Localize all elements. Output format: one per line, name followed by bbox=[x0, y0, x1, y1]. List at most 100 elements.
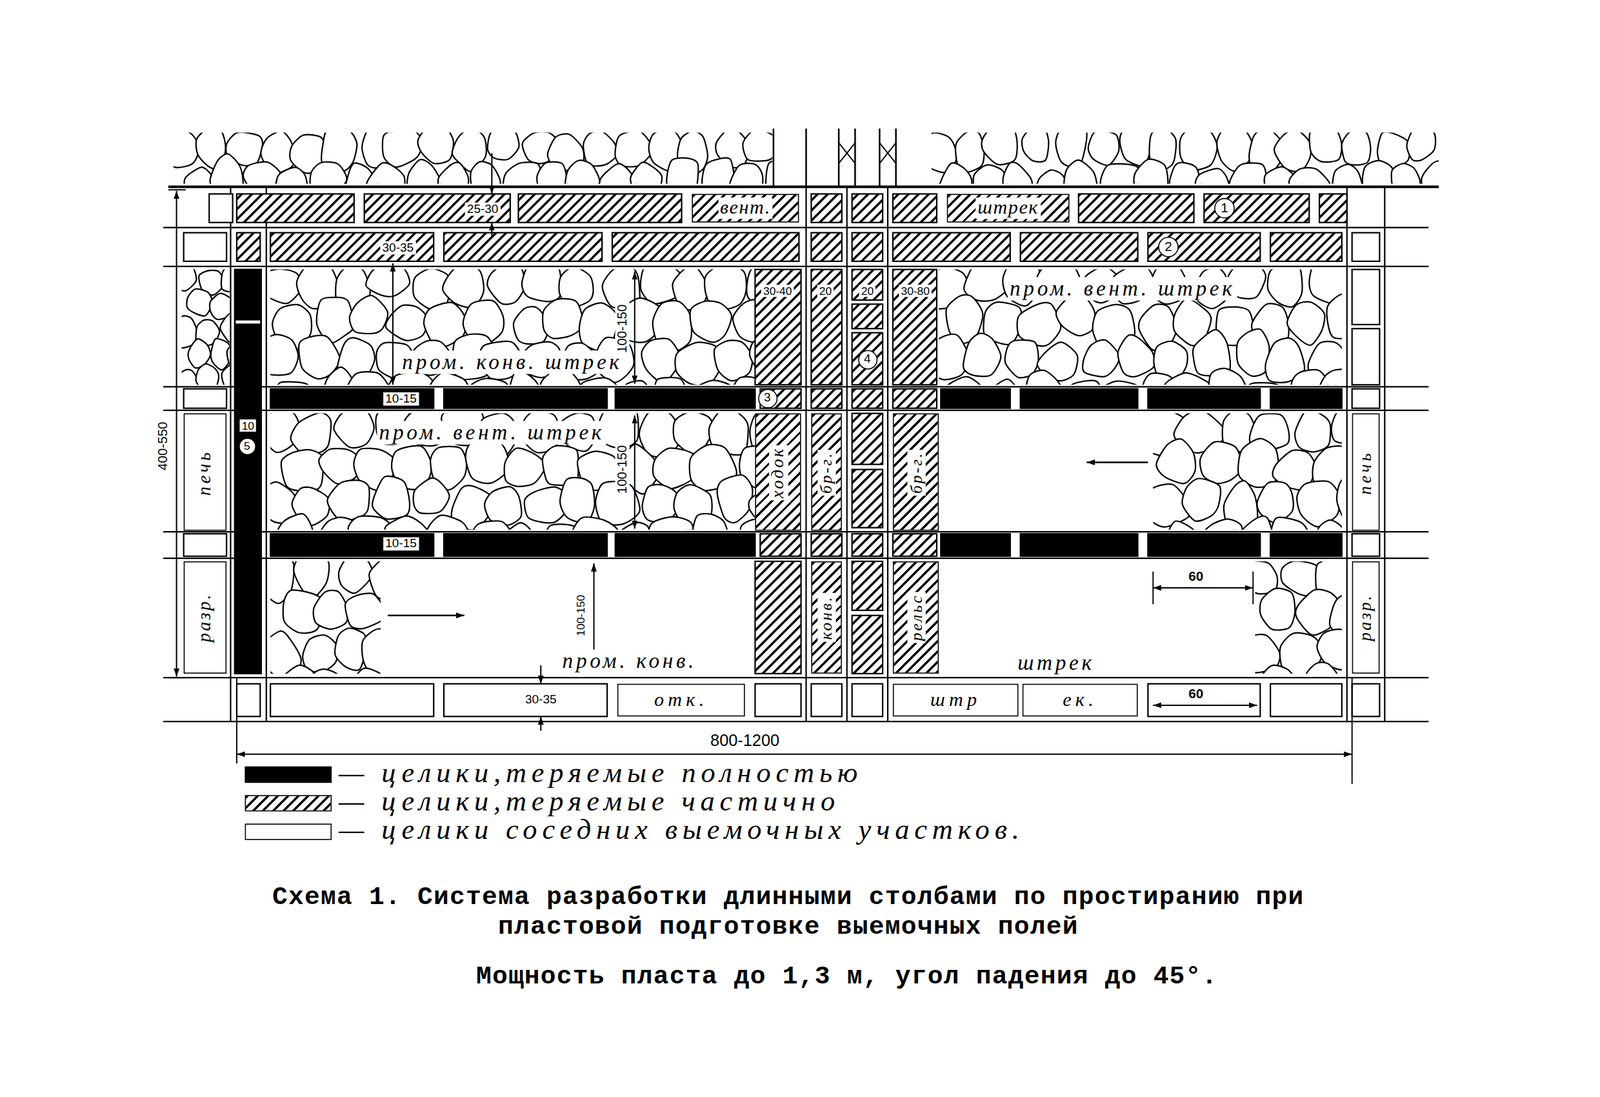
pillar bbox=[940, 389, 1011, 409]
pillar-box: бр-г. bbox=[810, 413, 842, 531]
pillar bbox=[1352, 269, 1380, 325]
dimension-tick bbox=[1152, 571, 1154, 605]
rock-piece bbox=[565, 160, 600, 184]
dimension-line bbox=[490, 152, 493, 194]
rock-piece bbox=[1134, 159, 1169, 184]
dimension-line bbox=[634, 415, 636, 530]
pillar bbox=[1078, 194, 1195, 223]
legend-text: — целики,теряемые полностью bbox=[338, 757, 863, 790]
rock-piece bbox=[1238, 438, 1279, 488]
rock-piece bbox=[1200, 441, 1242, 484]
pillar bbox=[1147, 232, 1260, 262]
rock-piece bbox=[765, 160, 773, 184]
dimension-line bbox=[176, 190, 178, 677]
pillar bbox=[443, 683, 608, 717]
pillar bbox=[754, 561, 801, 674]
rock-piece bbox=[290, 413, 331, 455]
callout-circle: 2 bbox=[1158, 236, 1179, 258]
rock-piece bbox=[542, 298, 584, 339]
rock-piece bbox=[1063, 160, 1097, 184]
pillar-box: ек. bbox=[1022, 683, 1139, 717]
drift-line bbox=[805, 186, 807, 722]
pillar-box: ходок bbox=[754, 413, 801, 531]
rock-piece bbox=[692, 380, 737, 385]
dimension-label: 800-1200 bbox=[708, 731, 782, 750]
drift-line bbox=[163, 720, 1429, 722]
callout-circle: 4 bbox=[857, 349, 877, 370]
rock-piece bbox=[1208, 368, 1250, 385]
note: Мощность пласта до 1,3 м, угол падения д… bbox=[474, 962, 1220, 991]
rock-piece bbox=[1056, 294, 1095, 336]
rock-piece bbox=[310, 161, 348, 184]
dimension-line bbox=[634, 271, 636, 384]
rock-piece bbox=[654, 377, 689, 385]
pillar-box: печь bbox=[183, 413, 227, 531]
pillar bbox=[852, 413, 883, 465]
rock-piece bbox=[407, 159, 442, 184]
dimension-label: 20 bbox=[817, 284, 835, 297]
shaft-line bbox=[838, 128, 840, 187]
caved-rock bbox=[938, 269, 1342, 386]
pillar bbox=[810, 232, 842, 262]
rock-piece bbox=[1338, 669, 1342, 673]
pillar bbox=[236, 232, 260, 262]
pillar bbox=[612, 232, 799, 262]
pillar-label: бр-г. bbox=[817, 449, 836, 496]
pillar-box: разр. bbox=[183, 561, 227, 674]
pillar bbox=[760, 533, 801, 557]
dimension-label: 100-150 bbox=[574, 592, 587, 639]
rock-piece bbox=[272, 381, 317, 386]
rock-piece bbox=[338, 561, 373, 593]
pillar-label: разр. bbox=[194, 592, 215, 643]
pillar-box: штрек bbox=[947, 194, 1070, 223]
legend-swatch bbox=[245, 766, 332, 783]
pillar bbox=[852, 332, 883, 386]
rock-piece bbox=[281, 449, 324, 491]
callout-number: 3 bbox=[763, 390, 771, 405]
dimension-line bbox=[540, 665, 542, 684]
pillar bbox=[183, 533, 227, 557]
rock-piece bbox=[690, 300, 732, 342]
pillar bbox=[1147, 389, 1260, 409]
drift-line bbox=[1383, 186, 1386, 722]
rock-piece bbox=[1287, 301, 1325, 346]
rock-piece bbox=[536, 161, 568, 184]
rock-piece bbox=[571, 516, 619, 530]
drift-line bbox=[163, 676, 1429, 679]
drift-line bbox=[1346, 186, 1348, 722]
pillar bbox=[364, 194, 511, 223]
rock-piece bbox=[1336, 474, 1342, 524]
rock-piece bbox=[1267, 269, 1303, 308]
legend-text: — целики соседних выемочных участков. bbox=[338, 814, 1025, 846]
rock-piece bbox=[186, 289, 213, 317]
rock-piece bbox=[349, 295, 388, 334]
pillar bbox=[1270, 232, 1342, 262]
caved-rock bbox=[270, 561, 381, 674]
drift-line bbox=[163, 385, 1429, 388]
drift-line bbox=[887, 186, 889, 722]
pillar-label: разр. bbox=[1356, 593, 1376, 641]
pillar bbox=[852, 469, 883, 528]
shaft-brace bbox=[879, 142, 896, 164]
dimension-line bbox=[1152, 587, 1253, 589]
dimension-label: 60 bbox=[1186, 686, 1206, 702]
shaft-line bbox=[854, 128, 857, 187]
pillar bbox=[1147, 683, 1260, 717]
dimension-label: 100-150 bbox=[614, 443, 630, 497]
rock-piece bbox=[302, 634, 338, 673]
pillar-gap bbox=[235, 320, 260, 324]
rock-piece bbox=[580, 377, 622, 385]
rock-piece bbox=[270, 334, 299, 375]
pillar bbox=[270, 533, 434, 557]
pillar bbox=[1020, 389, 1139, 409]
rock-piece bbox=[742, 132, 773, 162]
shaft-brace bbox=[838, 142, 855, 164]
rock-piece bbox=[503, 161, 542, 184]
advance-arrow bbox=[387, 614, 465, 617]
rock-piece bbox=[714, 340, 753, 381]
pillar bbox=[852, 615, 883, 674]
pillar bbox=[852, 303, 883, 329]
rock-piece bbox=[560, 477, 595, 523]
pillar bbox=[892, 269, 937, 386]
rock-piece bbox=[361, 628, 381, 673]
